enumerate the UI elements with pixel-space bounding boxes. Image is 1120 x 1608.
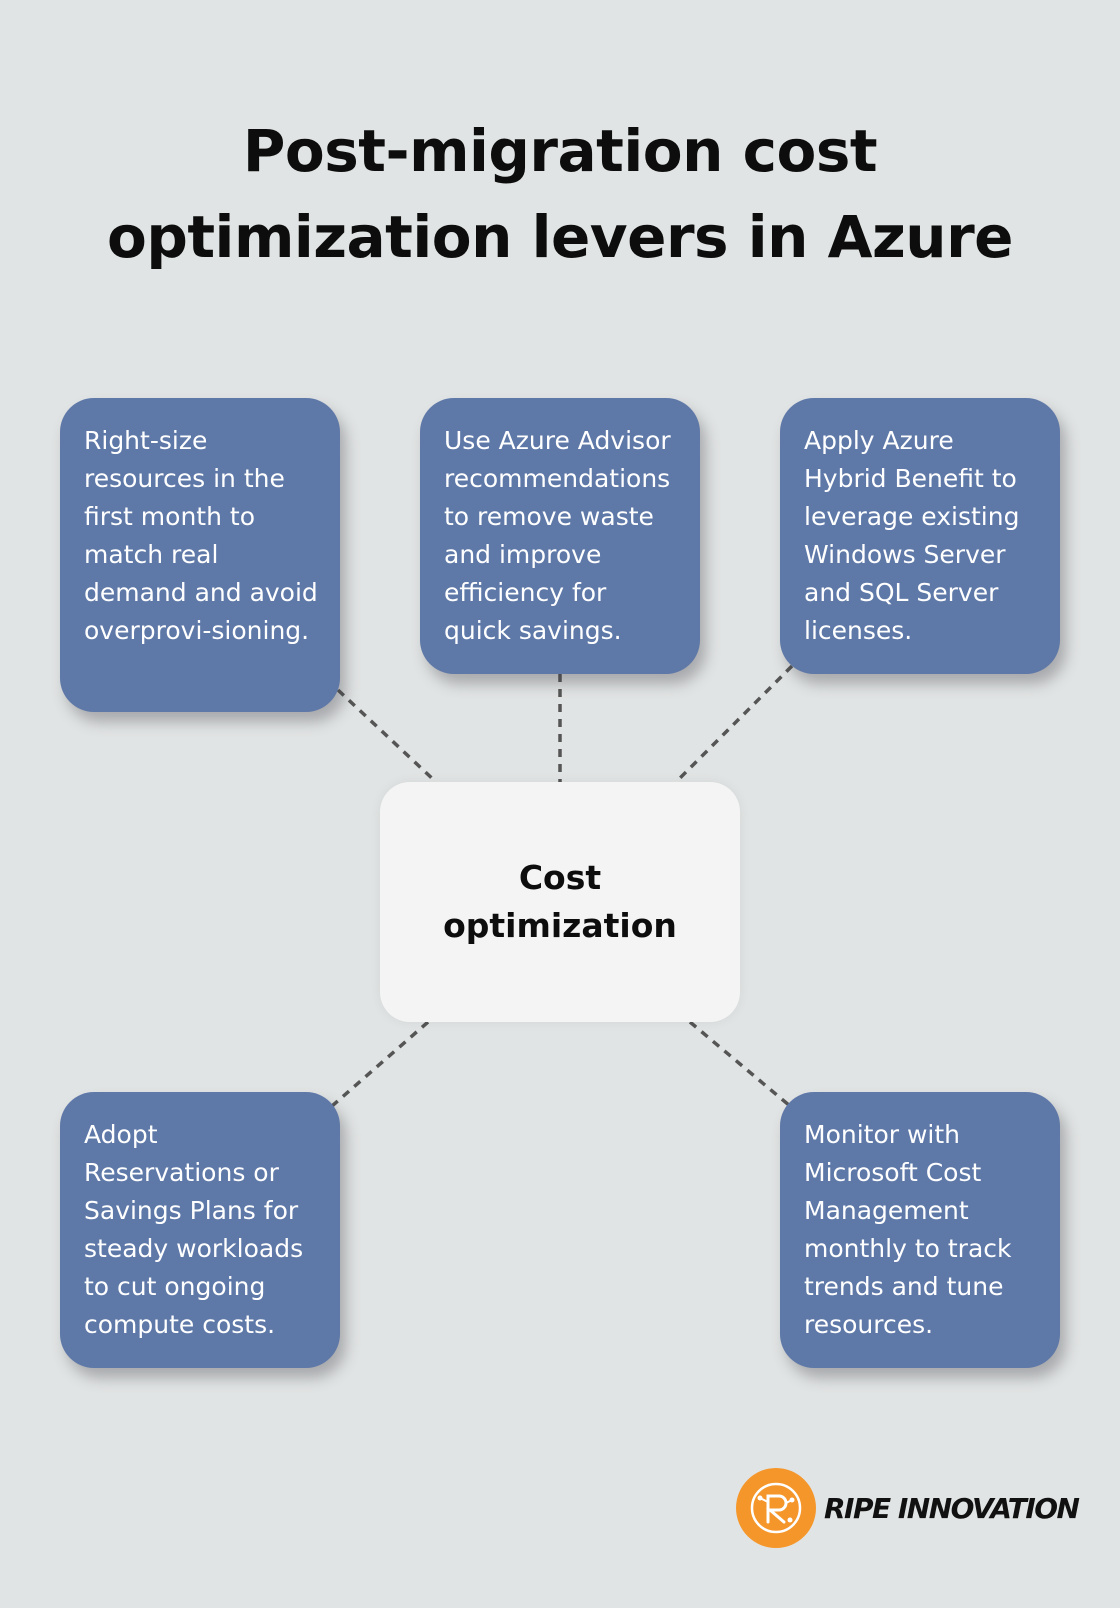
ripe-innovation-logo-icon [736,1468,816,1548]
lever-text: Use Azure Advisor recommendations to rem… [444,426,671,645]
title-line-2: optimization levers in Azure [106,203,1014,271]
lever-card-right-size: Right-size resources in the first month … [60,398,340,712]
connector-top-right [674,664,794,784]
lever-text: Monitor with Microsoft Cost Management m… [804,1120,1012,1339]
lever-card-hybrid-benefit: Apply Azure Hybrid Benefit to leverage e… [780,398,1060,674]
connector-top-left [336,688,438,784]
lever-text: Adopt Reservations or Savings Plans for … [84,1120,304,1339]
lever-text: Apply Azure Hybrid Benefit to leverage e… [804,426,1020,645]
title-line-1: Post-migration cost [242,117,878,185]
lever-card-cost-management: Monitor with Microsoft Cost Management m… [780,1092,1060,1368]
brand: RIPE INNOVATION [736,1466,1080,1550]
brand-name: RIPE INNOVATION [824,1491,1080,1525]
center-node: Cost optimization [380,782,740,1022]
page-title: Post-migration cost optimization levers … [0,108,1120,280]
lever-card-azure-advisor: Use Azure Advisor recommendations to rem… [420,398,700,674]
lever-text: Right-size resources in the first month … [84,426,318,645]
center-label: Cost optimization [443,858,677,945]
lever-card-reservations: Adopt Reservations or Savings Plans for … [60,1092,340,1368]
connector-bottom-left [330,1020,430,1108]
connector-bottom-right [688,1020,792,1108]
